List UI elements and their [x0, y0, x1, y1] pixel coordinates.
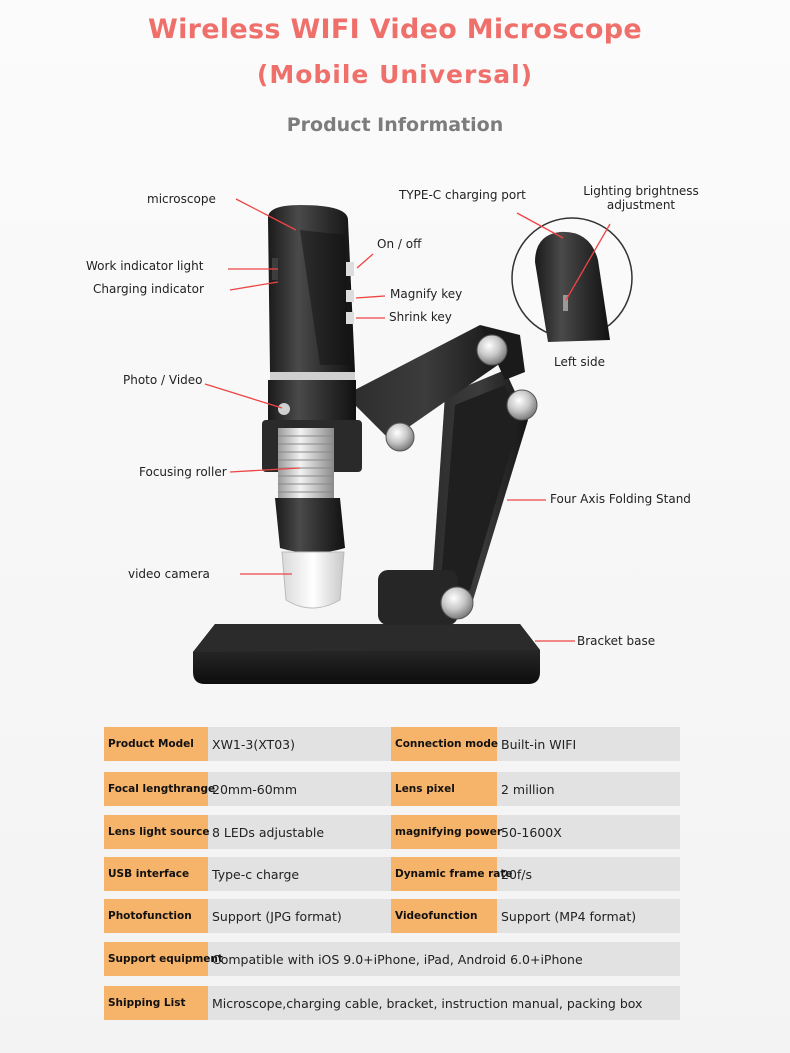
callout-charging-indicator: Charging indicator — [93, 282, 204, 296]
spec-row-wide: Shipping List Microscope,charging cable,… — [104, 986, 680, 1020]
spec-label: Focal lengthrange — [104, 772, 215, 806]
spec-value: Microscope,charging cable, bracket, inst… — [212, 995, 643, 1011]
callout-work-indicator: Work indicator light — [86, 259, 204, 273]
spec-label: Lens light source — [104, 815, 210, 849]
spec-label: Lens pixel — [391, 772, 497, 806]
spec-value: 8 LEDs adjustable — [212, 824, 325, 840]
spec-label: Product Model — [104, 727, 208, 761]
spec-row: Product Model XW1-3(XT03) Connection mod… — [104, 727, 680, 761]
spec-label: Connection mode — [391, 727, 498, 761]
knob — [476, 334, 508, 366]
callout-photo-video: Photo / Video — [123, 373, 203, 387]
spec-row: Photofunction Support (JPG format) Video… — [104, 899, 680, 933]
callout-lighting-adjustment: Lighting brightness adjustment — [583, 184, 699, 212]
callout-shrink-key: Shrink key — [389, 310, 452, 324]
spec-label: USB interface — [104, 857, 208, 891]
page-title: Wireless WIFI Video Microscope — [147, 14, 642, 45]
spec-label: Videofunction — [391, 899, 497, 933]
callout-bracket-base: Bracket base — [577, 634, 656, 648]
spec-value: Support (JPG format) — [212, 908, 342, 924]
spec-label: Support equipment — [104, 942, 223, 976]
callout-video-camera: video camera — [128, 567, 210, 581]
spec-value: 2 million — [501, 781, 555, 797]
callout-typec-port: TYPE-C charging port — [399, 188, 526, 202]
spec-value: 50-1600X — [501, 824, 562, 840]
spec-value: Built-in WIFI — [501, 736, 577, 752]
spec-value: XW1-3(XT03) — [212, 736, 295, 752]
spec-label: Dynamic frame rate — [391, 857, 513, 891]
spec-row: Focal lengthrange 20mm-60mm Lens pixel 2… — [104, 772, 680, 806]
callout-magnify-key: Magnify key — [390, 287, 463, 301]
spec-value: 20f/s — [501, 866, 533, 882]
microscope-illustration — [193, 198, 633, 684]
page-subtitle: (Mobile Universal) — [256, 60, 534, 89]
callout-left-side: Left side — [554, 355, 605, 369]
section-heading: Product Information — [286, 114, 504, 136]
callout-microscope: microscope — [147, 192, 216, 206]
callout-focusing-roller: Focusing roller — [139, 465, 227, 479]
spec-row-wide: Support equipment Compatible with iOS 9.… — [104, 942, 680, 976]
spec-label: Shipping List — [104, 986, 208, 1020]
spec-value: 20mm-60mm — [212, 781, 298, 797]
spec-value: Type-c charge — [212, 866, 300, 882]
spec-label: magnifying power — [391, 815, 502, 849]
callout-folding-stand: Four Axis Folding Stand — [550, 492, 691, 506]
spec-row: Lens light source 8 LEDs adjustable magn… — [104, 815, 680, 849]
callout-on-off: On / off — [377, 237, 422, 251]
spec-value: Compatible with iOS 9.0+iPhone, iPad, An… — [212, 951, 583, 967]
spec-label: Photofunction — [104, 899, 208, 933]
spec-value: Support (MP4 format) — [501, 908, 637, 924]
spec-row: USB interface Type-c charge Dynamic fram… — [104, 857, 680, 891]
